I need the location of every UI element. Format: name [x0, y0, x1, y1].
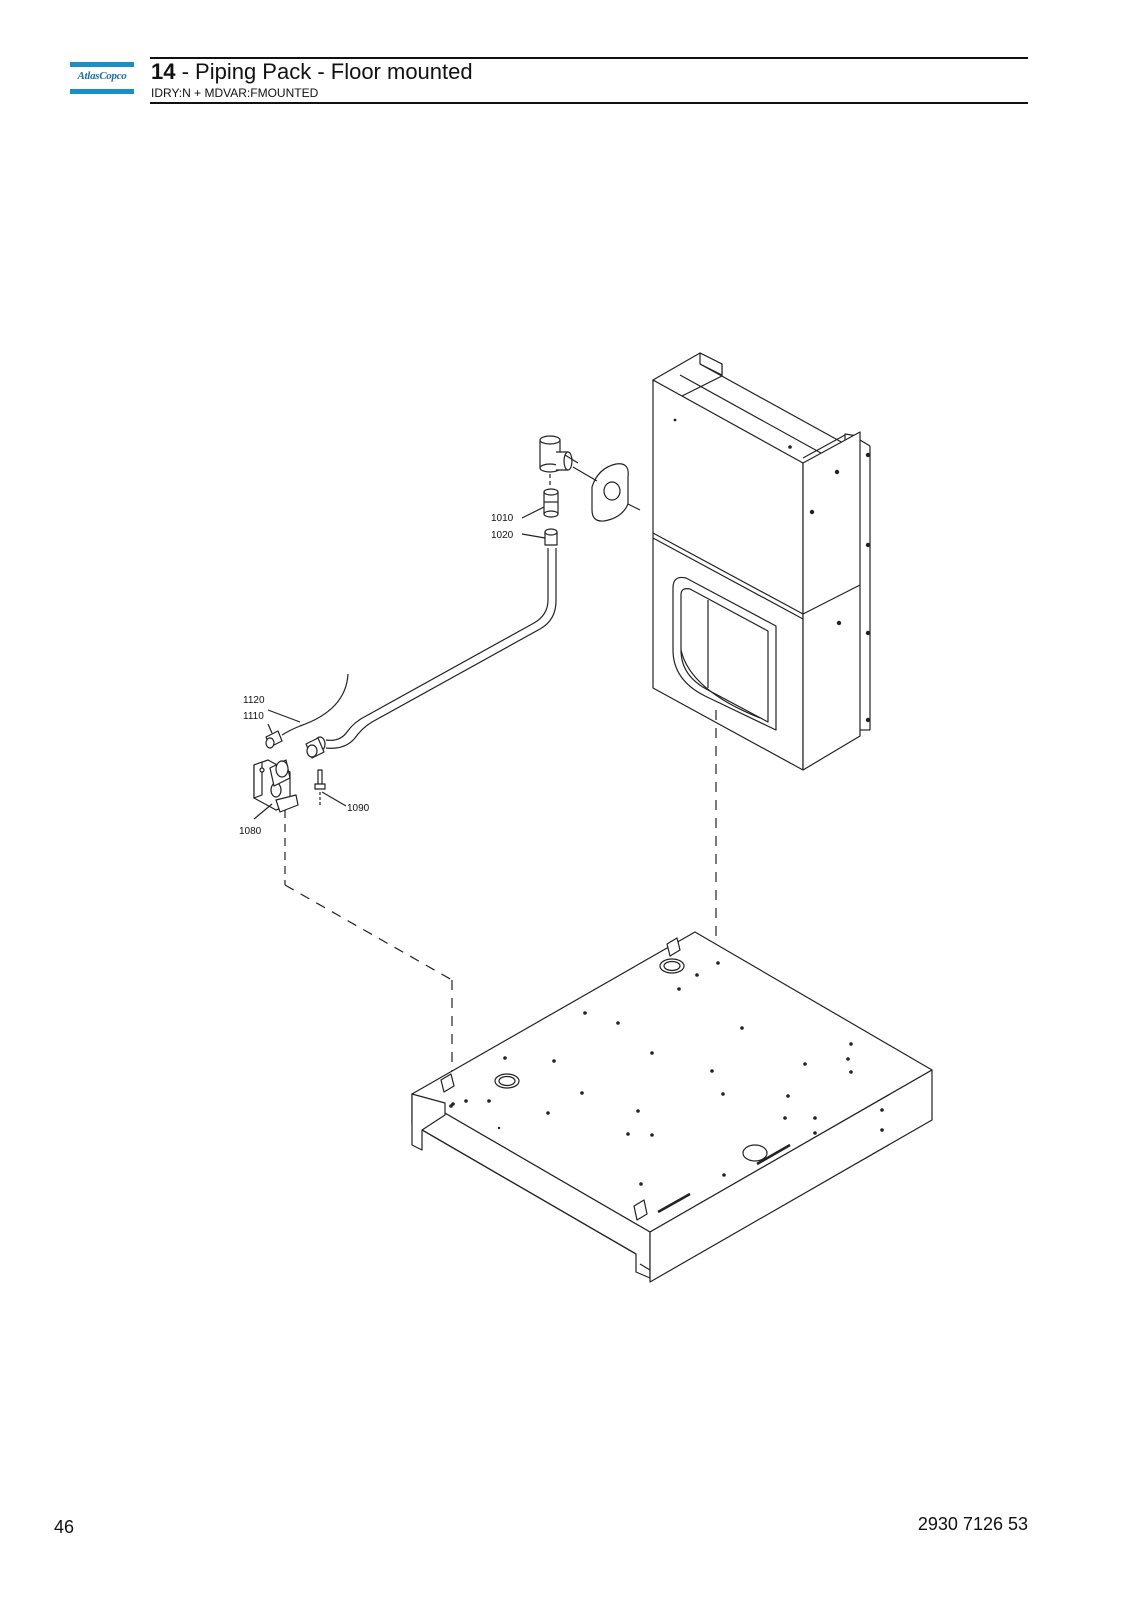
pipe-end-nut	[305, 737, 325, 759]
assembly-dashed-lines	[284, 710, 717, 1085]
part-1110-elbow	[265, 723, 283, 749]
page-subtitle: IDRY:N + MDVAR:FMOUNTED	[151, 86, 319, 100]
page-title: 14 - Piping Pack - Floor mounted	[151, 59, 473, 85]
part-1020-nut	[521, 528, 558, 546]
header-rule-bottom	[150, 102, 1028, 104]
base-frame	[411, 931, 933, 1283]
flange-washer	[572, 463, 641, 522]
part-1120-hose	[267, 673, 349, 736]
logo-bar-top	[70, 62, 134, 67]
part-1080-bracket-valve	[253, 759, 299, 885]
callout-1120: 1120	[243, 695, 265, 706]
callout-1010: 1010	[491, 513, 514, 524]
tee-fitting	[539, 435, 579, 486]
pipe	[308, 548, 557, 752]
header-rule-top	[150, 57, 1028, 59]
section-number: 14	[151, 59, 176, 84]
document-number: 2930 7126 53	[917, 1514, 1028, 1534]
section-title: - Piping Pack - Floor mounted	[175, 59, 473, 84]
callout-1080: 1080	[239, 826, 262, 837]
atlas-copco-logo: AtlasCopco	[70, 62, 134, 94]
cabinet-housing	[652, 352, 871, 771]
page-number: 46	[54, 1517, 75, 1537]
logo-bar-bottom	[70, 89, 134, 94]
callout-1090: 1090	[347, 803, 370, 814]
part-1010-nipple	[521, 488, 559, 519]
part-1090-screw	[314, 769, 347, 807]
callout-1020: 1020	[491, 530, 514, 541]
logo-wordmark: AtlasCopco	[77, 70, 127, 82]
callout-1110: 1110	[243, 711, 264, 722]
